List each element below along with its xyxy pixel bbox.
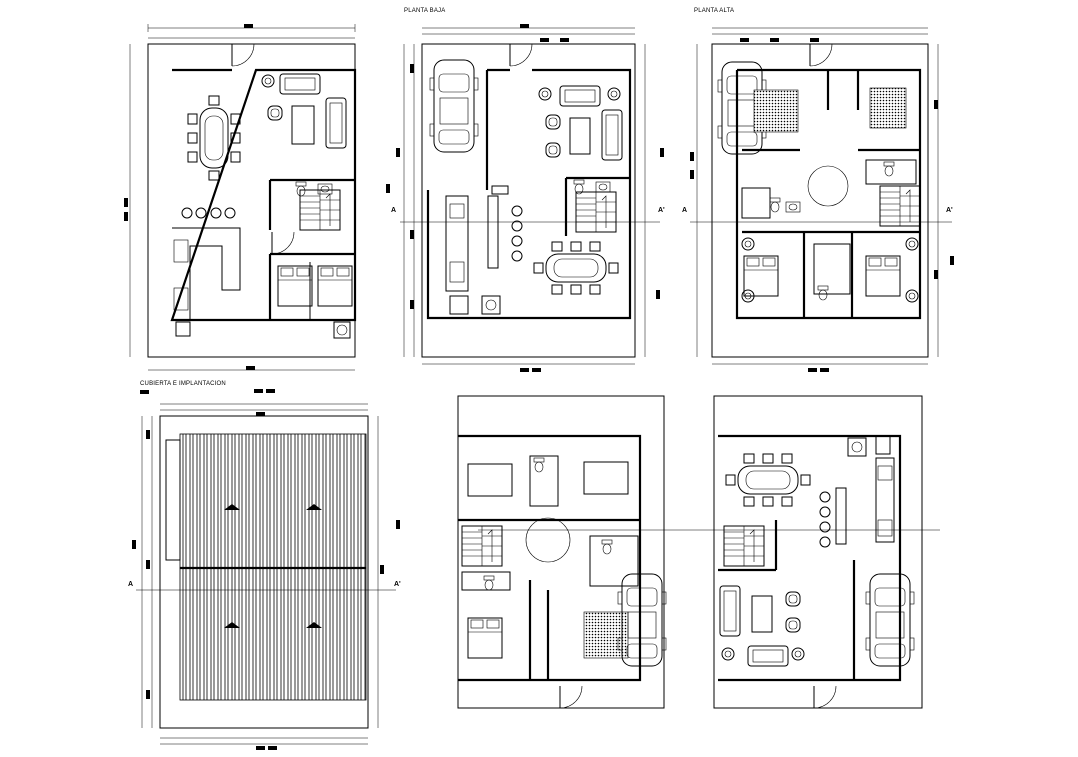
section-mark-a-prime-baja: A' <box>658 207 665 214</box>
plan-ground-mirrored <box>713 395 923 709</box>
plan-planta-baja <box>386 24 664 372</box>
plan-ground-alt <box>124 24 357 371</box>
plan-planta-alta <box>690 27 954 372</box>
plan-upper-mirrored <box>457 395 940 709</box>
section-mark-a-prime-alta: A' <box>946 207 953 214</box>
plan-cubierta <box>132 389 400 750</box>
section-mark-a-baja: A <box>391 207 397 214</box>
section-mark-a-alta: A <box>682 207 688 214</box>
title-cubierta: CUBIERTA E IMPLANTACION <box>140 381 226 387</box>
section-mark-a-prime-cubierta: A' <box>394 581 401 588</box>
title-planta-baja: PLANTA BAJA <box>404 8 446 14</box>
section-mark-a-cubierta: A <box>128 581 134 588</box>
title-planta-alta: PLANTA ALTA <box>694 8 735 14</box>
